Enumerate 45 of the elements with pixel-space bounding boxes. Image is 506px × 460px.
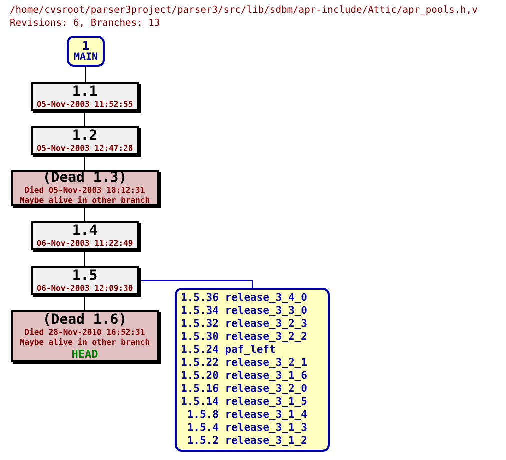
revision-box xyxy=(31,126,139,155)
revision-box xyxy=(31,266,139,295)
connector-line xyxy=(84,206,86,222)
note: Maybe alive in other branch xyxy=(20,196,150,206)
connector-line xyxy=(84,250,86,266)
dead-revision-box xyxy=(11,310,159,362)
tag-list-box xyxy=(175,288,330,452)
revision-date: 05-Nov-2003 11:52:55 xyxy=(36,100,134,110)
tag-label: 1.5.22 release_3_2_1 xyxy=(181,357,308,370)
revision-box xyxy=(31,221,139,250)
tag-label: 1.5.2 release_3_1_2 xyxy=(186,435,308,448)
dead-revision-label: (Dead 1.6) xyxy=(42,312,128,328)
revision-summary: Revisions: 6, Branches: 13 xyxy=(10,17,160,30)
dead-revision-box xyxy=(11,170,159,206)
revision-number: 1.2 xyxy=(72,128,98,144)
revision-date: 05-Nov-2003 12:47:28 xyxy=(36,144,134,154)
revision-date: 06-Nov-2003 12:09:30 xyxy=(36,284,134,294)
connector-line xyxy=(84,154,86,170)
tag-label: 1.5.32 release_3_2_3 xyxy=(181,318,308,331)
tag-label: 1.5.36 release_3_4_0 xyxy=(181,292,308,305)
death-date: Died 05-Nov-2003 18:12:31 xyxy=(24,186,146,196)
revision-box xyxy=(31,82,139,111)
tag-label: 1.5.34 release_3_3_0 xyxy=(181,305,308,318)
connector-line xyxy=(84,294,86,310)
tag-label: 1.5.14 release_3_1_5 xyxy=(181,396,308,409)
death-date: Died 28-Nov-2010 16:52:31 xyxy=(24,328,146,338)
branch-name: MAIN xyxy=(74,52,98,64)
connector-line xyxy=(84,110,86,126)
tag-label: 1.5.8 release_3_1_4 xyxy=(186,409,308,422)
tag-label: 1.5.20 release_3_1_6 xyxy=(181,370,308,383)
revision-number: 1.4 xyxy=(72,222,98,238)
revision-date: 06-Nov-2003 11:22:49 xyxy=(36,238,134,248)
head-label: HEAD xyxy=(72,348,98,360)
revision-number: 1.5 xyxy=(72,268,98,284)
tag-label: 1.5.16 release_3_2_0 xyxy=(181,383,308,396)
note: Maybe alive in other branch xyxy=(20,338,150,348)
branch-connector xyxy=(138,280,253,288)
tag-label: 1.5.4 release_3_1_3 xyxy=(186,422,308,435)
revision-number: 1 xyxy=(82,40,90,52)
revision-number: 1.1 xyxy=(72,84,98,100)
branch-box xyxy=(67,36,105,67)
tag-label: 1.5.30 release_3_2_2 xyxy=(181,331,308,344)
file-path-title: /home/cvsroot/parser3project/parser3/src/lib/sdbm/apr-include/Attic/apr_pools.h,v xyxy=(10,4,478,17)
dead-revision-label: (Dead 1.3) xyxy=(42,170,128,186)
tag-label: 1.5.24 paf_left xyxy=(181,344,277,357)
